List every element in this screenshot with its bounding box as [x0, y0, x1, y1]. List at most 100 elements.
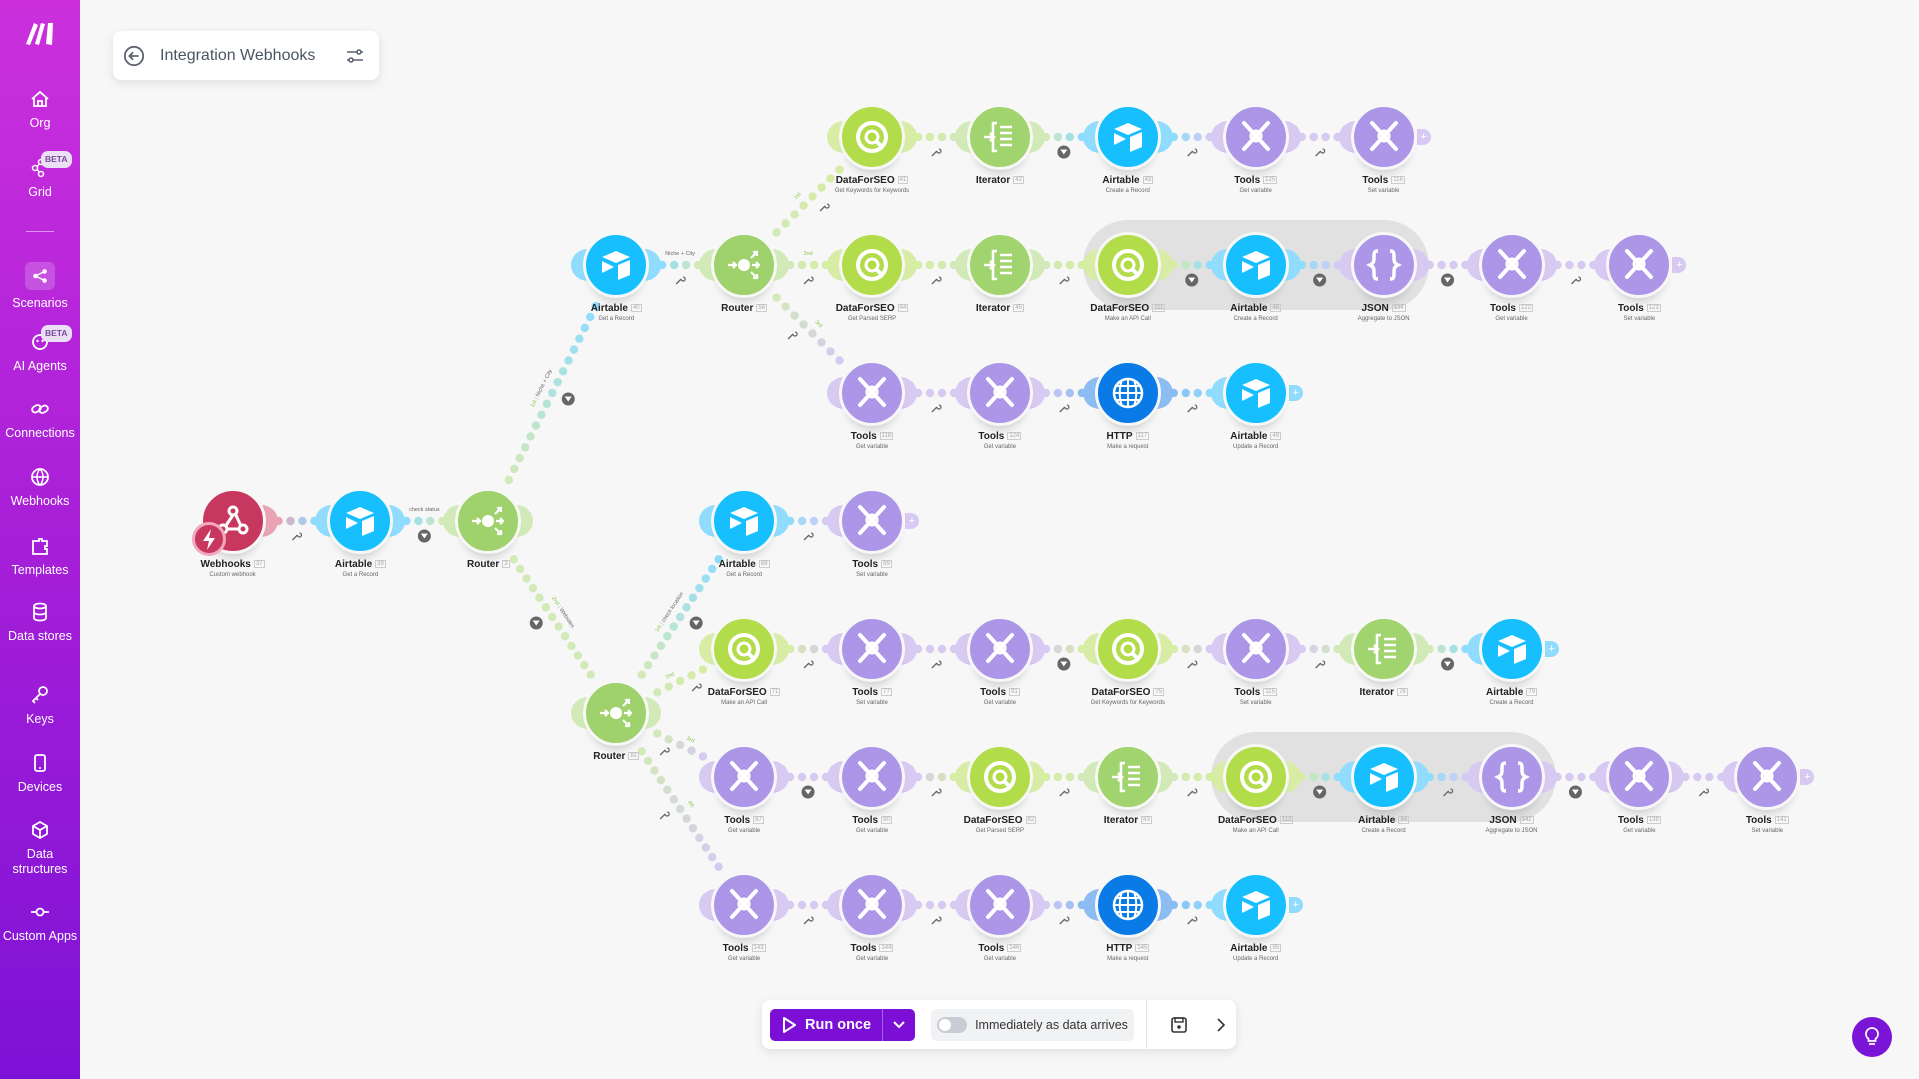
connection-144-146[interactable] — [913, 900, 959, 910]
filter-icon[interactable] — [1057, 657, 1071, 671]
wrench-icon[interactable] — [931, 276, 942, 285]
connection-143-144[interactable] — [785, 900, 831, 910]
connection-71-77[interactable] — [785, 644, 831, 654]
module-icon-button[interactable] — [1222, 872, 1289, 938]
module-icon-button[interactable] — [966, 616, 1033, 682]
module-icon-button[interactable] — [199, 488, 266, 554]
connection-78-79[interactable] — [1425, 644, 1470, 654]
route-label[interactable]: 4th — [686, 800, 695, 810]
module-icon-button[interactable] — [1350, 232, 1417, 298]
module-icon-button[interactable] — [1222, 744, 1289, 810]
module-icon-button[interactable] — [839, 232, 905, 298]
connection-117-49[interactable] — [1169, 388, 1214, 398]
module-icon-button[interactable] — [1734, 744, 1801, 810]
module-icon-button[interactable] — [1094, 616, 1161, 682]
connection-118-124[interactable] — [913, 388, 959, 398]
module-icon-button[interactable] — [1350, 104, 1417, 170]
module-icon-button[interactable] — [839, 488, 905, 554]
connection-56-118[interactable] — [772, 293, 844, 365]
module-icon-button[interactable] — [839, 360, 905, 426]
connection-45-111[interactable] — [1041, 260, 1087, 270]
add-module-button[interactable]: + — [1288, 385, 1303, 401]
sidebar-item-org[interactable]: Org — [0, 88, 80, 131]
connection-82-83[interactable] — [1041, 772, 1087, 782]
connection-41-42[interactable] — [913, 132, 959, 142]
sidebar-item-templates[interactable]: Templates — [0, 535, 80, 578]
module-icon-button[interactable] — [1222, 232, 1289, 298]
module-icon-button[interactable] — [1094, 744, 1161, 810]
connection-81-71[interactable] — [653, 665, 708, 697]
route-label[interactable]: 1st — [793, 191, 803, 201]
connection-37-39[interactable] — [274, 516, 319, 526]
wrench-icon[interactable] — [931, 660, 942, 669]
module-icon-button[interactable] — [711, 872, 778, 938]
connection-46-134[interactable] — [1297, 260, 1342, 270]
toggle-switch[interactable] — [937, 1016, 968, 1033]
add-module-button[interactable]: + — [1672, 257, 1687, 273]
connection-3-81[interactable] — [509, 555, 595, 679]
filter-icon[interactable] — [801, 785, 815, 799]
filter-icon[interactable] — [1313, 273, 1327, 287]
wrench-icon[interactable] — [1059, 404, 1070, 413]
connection-83-112[interactable] — [1169, 772, 1214, 782]
wrench-icon[interactable] — [1570, 276, 1582, 285]
module-icon-button[interactable] — [583, 680, 650, 746]
scenario-title[interactable]: Integration Webhooks — [160, 46, 316, 64]
route-label[interactable]: 2nd — [803, 251, 812, 257]
connection-134-122[interactable] — [1425, 260, 1470, 270]
sidebar-item-webhooks[interactable]: Webhooks — [0, 466, 80, 509]
wrench-icon[interactable] — [1187, 916, 1198, 925]
module-icon-button[interactable] — [839, 104, 905, 170]
wrench-icon[interactable] — [659, 811, 670, 820]
connection-39-3[interactable] — [402, 516, 447, 526]
module-icon-button[interactable] — [1606, 744, 1673, 810]
module-icon-button[interactable] — [839, 872, 905, 938]
wrench-icon[interactable] — [931, 404, 942, 413]
sidebar-item-scenarios[interactable]: Scenarios — [0, 262, 80, 311]
run-options-dropdown[interactable] — [883, 1020, 915, 1030]
connection-40-56[interactable] — [658, 260, 703, 270]
module-icon-button[interactable] — [966, 232, 1033, 298]
help-button[interactable] — [1852, 1017, 1892, 1057]
module-icon-button[interactable] — [1478, 744, 1545, 810]
module-icon-button[interactable] — [1222, 360, 1289, 426]
connection-87-90[interactable] — [785, 772, 831, 782]
connection-115-78[interactable] — [1297, 644, 1342, 654]
filter-icon[interactable] — [1057, 145, 1071, 159]
wrench-icon[interactable] — [659, 747, 670, 756]
filter-icon[interactable] — [1441, 273, 1455, 287]
chevron-right-icon[interactable] — [1211, 1015, 1231, 1035]
filter-icon[interactable] — [1185, 273, 1199, 287]
connection-81-87[interactable] — [653, 729, 708, 761]
schedule-toggle[interactable]: Immediately as data arrives — [931, 1008, 1134, 1041]
module-icon-button[interactable] — [1350, 616, 1417, 682]
run-once-button[interactable]: Run once — [770, 1008, 884, 1041]
wrench-icon[interactable] — [1315, 148, 1326, 157]
add-module-button[interactable]: + — [1288, 897, 1303, 913]
wrench-icon[interactable] — [1698, 788, 1709, 797]
